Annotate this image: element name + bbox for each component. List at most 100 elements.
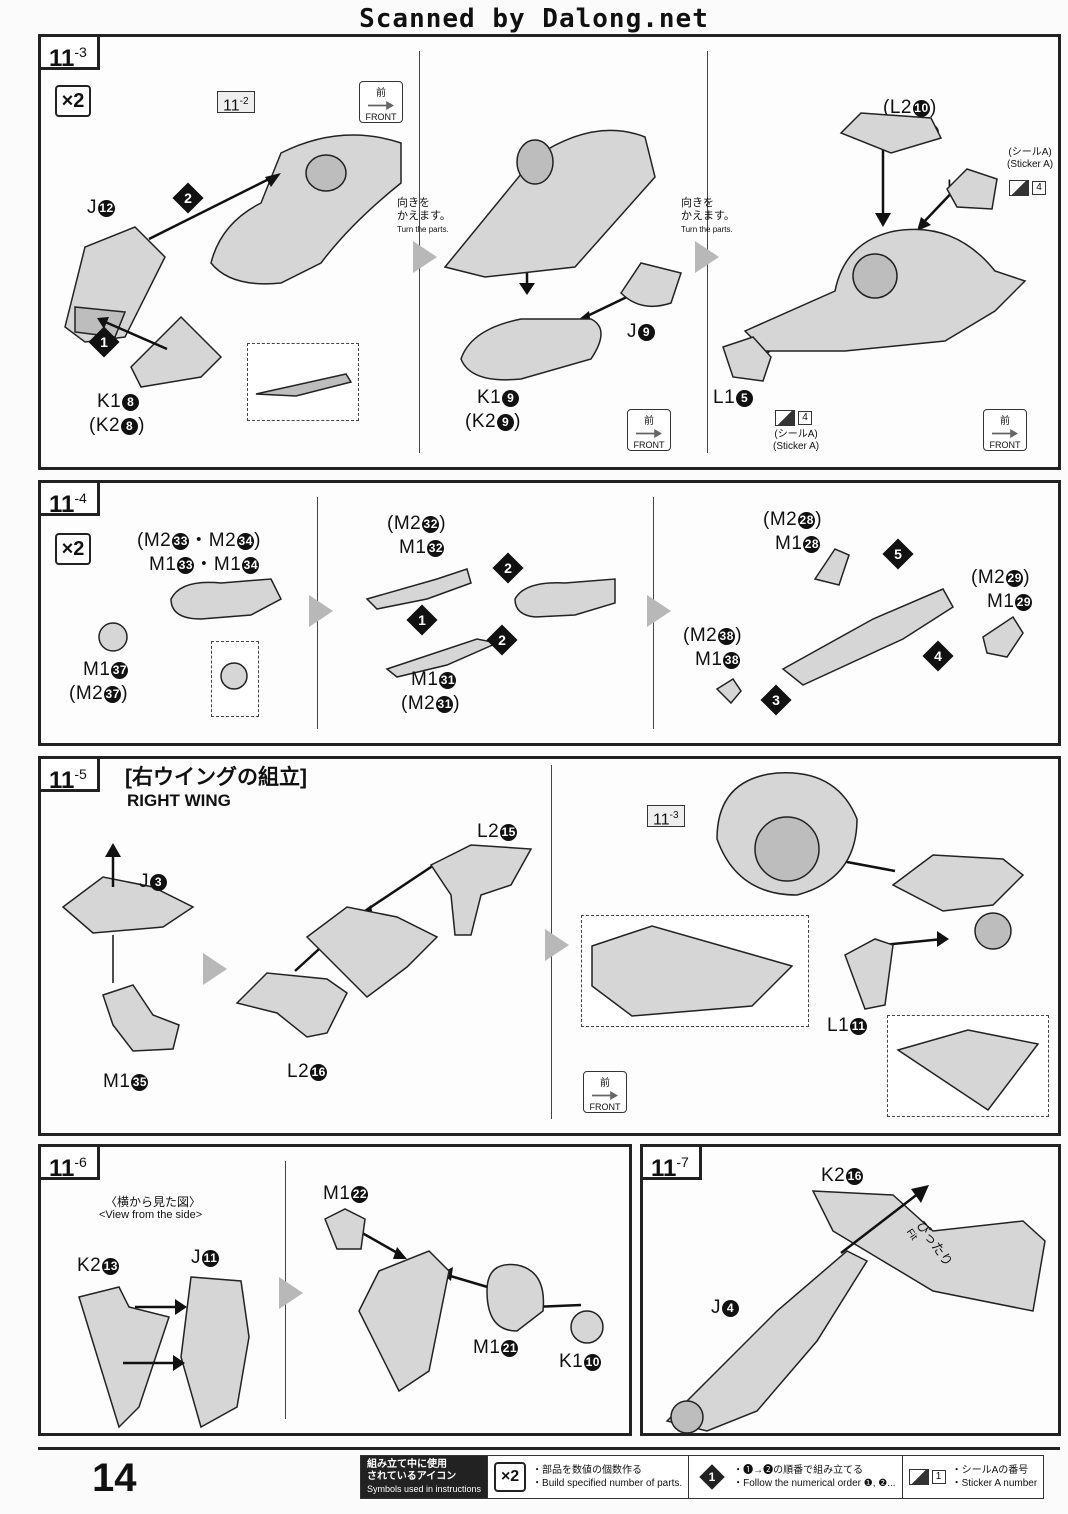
thruster-part <box>170 578 282 620</box>
part-l1-10 <box>839 112 943 154</box>
next-arrow <box>279 1277 303 1309</box>
assembly-arrows <box>105 843 949 983</box>
detail-view <box>887 1015 1049 1117</box>
part-k2-16 <box>811 1190 1046 1312</box>
scan-header: Scanned by Dalong.net <box>359 4 709 34</box>
thruster-part <box>514 578 616 618</box>
part-m1-21 <box>486 1263 545 1332</box>
step-number: 11-6 <box>41 1147 100 1182</box>
part-m1-28 <box>813 548 850 586</box>
gun-part-upper <box>365 568 472 610</box>
view-note-jp: 〈横から見た図〉 <box>105 1195 202 1209</box>
part-m1-22 <box>324 1208 366 1250</box>
part-j12 <box>64 226 166 343</box>
reference-step: 11-3 <box>647 805 685 828</box>
sticker-note: (シールA)(Sticker A) <box>1007 147 1054 170</box>
legend-x2: ×2 ・部品を数値の個数作る・Build specified number of… <box>488 1456 690 1498</box>
part-j3 <box>61 876 195 934</box>
part-k1-10 <box>570 1310 604 1344</box>
turn-note: 向きをかえます。Turn the parts. <box>681 197 735 234</box>
next-arrow <box>545 929 569 961</box>
x2-icon: ×2 <box>494 1462 527 1492</box>
part-l1-11 <box>844 938 894 1010</box>
x2-icon: ×2 <box>55 85 91 117</box>
step-subtitle: RIGHT WING <box>127 791 231 810</box>
next-arrow <box>203 953 227 985</box>
sequence-icon: 1 <box>699 1464 725 1490</box>
next-arrow <box>413 241 437 273</box>
backpack-body-part <box>210 134 402 285</box>
part-k1-9 <box>460 318 602 381</box>
sticker-icon: 1 <box>908 1469 946 1485</box>
part-j4 <box>665 1250 869 1434</box>
step-number: 11-5 <box>41 759 100 794</box>
part-l2-16 <box>235 972 348 1038</box>
gun-assembled <box>781 588 954 686</box>
part-m1-35 <box>102 984 180 1052</box>
turn-note: 向きをかえます。Turn the parts. <box>397 197 451 234</box>
wing-blade-part <box>358 1250 450 1393</box>
footer-rule <box>38 1447 1060 1450</box>
step-number: 11-3 <box>41 37 100 72</box>
sequence-marker-1: 1 <box>88 326 120 358</box>
sequence-marker-2: 2 <box>486 624 518 656</box>
gun-part-lower <box>385 638 500 678</box>
next-arrow <box>695 241 719 273</box>
part-j9 <box>620 262 682 308</box>
page-number: 14 <box>92 1456 137 1500</box>
detail-view <box>247 343 359 421</box>
part-m1-29 <box>982 615 1024 658</box>
backpack-rotated-part <box>443 129 656 278</box>
part-k1-8 <box>130 315 223 388</box>
sequence-marker-2: 2 <box>492 552 524 584</box>
next-arrow <box>309 595 333 627</box>
part-l2-5 <box>946 168 998 210</box>
legend-sequence: 1 ・❶→❷の順番で組み立てる・Follow the numerical ord… <box>689 1456 903 1498</box>
detail-view <box>211 641 259 717</box>
assembly-arrows <box>97 147 960 359</box>
wing-assembly-mid <box>305 906 439 998</box>
part-m1-38 <box>715 677 742 705</box>
part-j11 <box>180 1276 250 1429</box>
right-wing-part <box>891 854 1025 950</box>
legend-sticker: 1 ・シールAの番号・Sticker A number <box>903 1456 1044 1498</box>
sequence-marker-3: 3 <box>760 684 792 716</box>
reference-step: 11-2 <box>217 91 255 114</box>
